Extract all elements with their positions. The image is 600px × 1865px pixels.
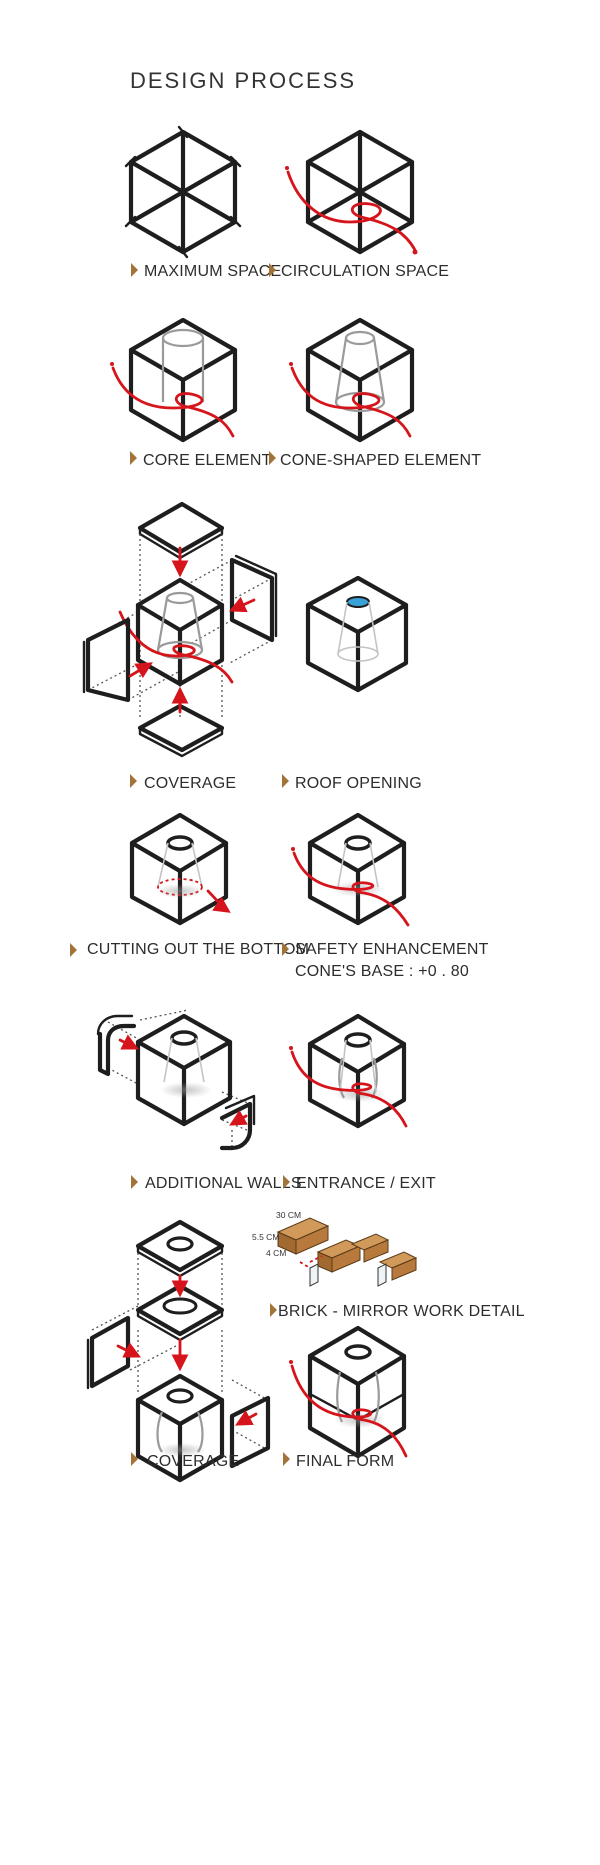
coverage-final-exploded-figure	[86, 1219, 271, 1483]
caption-marker-icon	[269, 263, 276, 277]
svg-text:SAFETY ENHANCEMENT: SAFETY ENHANCEMENT	[295, 941, 489, 958]
svg-text:CIRCULATION SPACE: CIRCULATION SPACE	[281, 263, 449, 280]
svg-text:FINAL FORM: FINAL FORM	[296, 1453, 394, 1470]
brick-mirror-detail-figure: 30 CM 5.5 CM 4 CM	[252, 1210, 418, 1287]
safety-enhancement-figure	[291, 812, 410, 927]
final-form-figure	[289, 1325, 408, 1459]
caption-entrance-exit: ENTRANCE / EXIT	[283, 1175, 436, 1192]
caption-roof-opening: ROOF OPENING	[282, 774, 422, 792]
caption-safety-enhancement: SAFETY ENHANCEMENT CONE'S BASE : +0 . 80	[282, 941, 489, 980]
caption-brick-mirror: BRICK - MIRROR WORK DETAIL	[270, 1303, 525, 1320]
caption-marker-icon	[131, 1452, 138, 1466]
caption-marker-icon	[283, 1175, 290, 1189]
caption-marker-icon	[131, 263, 138, 277]
circulation-space-figure	[285, 129, 418, 255]
svg-text:CONE'S BASE : +0 . 80: CONE'S BASE : +0 . 80	[295, 963, 469, 980]
entrance-exit-figure	[289, 1013, 408, 1129]
svg-text:BRICK - MIRROR WORK DETAIL: BRICK - MIRROR WORK DETAIL	[278, 1303, 525, 1320]
caption-marker-icon	[269, 451, 276, 465]
caption-marker-icon	[283, 1452, 290, 1466]
coverage-exploded-figure	[82, 501, 278, 758]
page-title: DESIGN PROCESS	[130, 68, 356, 93]
caption-marker-icon	[282, 942, 289, 956]
caption-coverage-2: COVERAGE	[131, 1452, 239, 1470]
svg-text:CUTTING OUT THE BOTTOM: CUTTING OUT THE BOTTOM	[87, 941, 309, 958]
svg-text:COVERAGE: COVERAGE	[144, 775, 236, 792]
svg-text:ROOF OPENING: ROOF OPENING	[295, 775, 422, 792]
caption-marker-icon	[270, 1303, 277, 1317]
caption-marker-icon	[130, 774, 137, 788]
svg-text:ENTRANCE / EXIT: ENTRANCE / EXIT	[296, 1175, 436, 1192]
cone-element-figure	[289, 320, 415, 443]
roof-opening-figure	[305, 575, 409, 693]
caption-additional-walls: ADDITIONAL WALLS	[131, 1175, 302, 1192]
svg-text:ADDITIONAL WALLS: ADDITIONAL WALLS	[145, 1175, 302, 1192]
caption-marker-icon	[282, 774, 289, 788]
svg-text:4 CM: 4 CM	[266, 1248, 286, 1258]
caption-cutting-out-bottom: CUTTING OUT THE BOTTOM	[70, 941, 309, 958]
svg-text:30 CM: 30 CM	[276, 1210, 301, 1220]
caption-core-element: CORE ELEMENT	[130, 451, 272, 469]
caption-cone-shaped-element: CONE-SHAPED ELEMENT	[269, 451, 481, 469]
maximum-space-figure	[124, 125, 242, 259]
caption-marker-icon	[131, 1175, 138, 1189]
svg-text:COVERAGE: COVERAGE	[147, 1453, 239, 1470]
caption-coverage-1: COVERAGE	[130, 774, 236, 792]
svg-text:5.5 CM: 5.5 CM	[252, 1232, 279, 1242]
cutting-out-bottom-figure	[129, 812, 231, 926]
caption-circulation-space: CIRCULATION SPACE	[269, 263, 449, 280]
caption-final-form: FINAL FORM	[283, 1452, 394, 1470]
svg-text:CONE-SHAPED ELEMENT: CONE-SHAPED ELEMENT	[280, 452, 481, 469]
caption-marker-icon	[70, 943, 77, 957]
svg-text:CORE ELEMENT: CORE ELEMENT	[143, 452, 272, 469]
caption-maximum-space: MAXIMUM SPACE	[131, 263, 281, 280]
additional-walls-figure	[96, 1009, 256, 1151]
caption-marker-icon	[130, 451, 137, 465]
svg-text:MAXIMUM SPACE: MAXIMUM SPACE	[144, 263, 281, 280]
core-element-figure	[110, 320, 238, 443]
